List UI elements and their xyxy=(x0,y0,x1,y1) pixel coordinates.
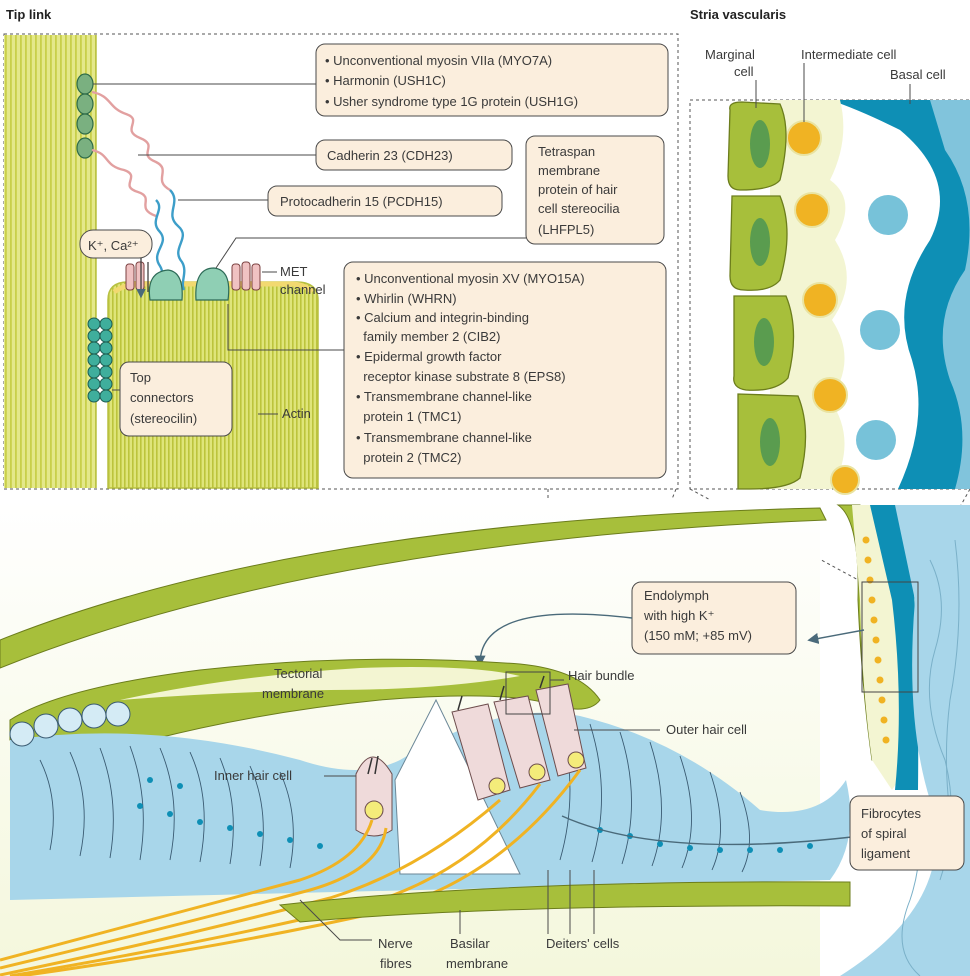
tetraspan-line-2: membrane xyxy=(538,163,600,178)
callout-cib2-b: family member 2 (CIB2) xyxy=(356,329,500,344)
outer-hair-cell-label: Outer hair cell xyxy=(666,722,747,737)
protocadherin-15-label: Protocadherin 15 (PCDH15) xyxy=(280,194,443,209)
basilar-label-1: Basilar xyxy=(450,936,490,951)
cochlear-duct: Endolymph with high K⁺ (150 mM; +85 mV) … xyxy=(0,500,970,976)
top-connectors-line-2: connectors xyxy=(130,390,194,405)
callout-ush1g: • Usher syndrome type 1G protein (USH1G) xyxy=(325,94,578,109)
tip-link-panel: • Unconventional myosin VIIa (MYO7A) • H… xyxy=(4,34,678,489)
stria-vascularis-panel: Marginal cell Intermediate cell Basal ce… xyxy=(690,47,970,494)
tetraspan-line-5: (LHFPL5) xyxy=(538,222,594,237)
inner-hair-cell xyxy=(356,757,392,836)
tetraspan-line-1: Tetraspan xyxy=(538,144,595,159)
tetraspan-line-4: cell stereocilia xyxy=(538,201,620,216)
deiters-cells-label: Deiters' cells xyxy=(546,936,620,951)
intermediate-cell-label: Intermediate cell xyxy=(801,47,896,62)
inner-hair-cell-label: Inner hair cell xyxy=(214,768,292,783)
ion-label: K⁺, Ca²⁺ xyxy=(88,238,139,253)
callout-eps8-b: receptor kinase substrate 8 (EPS8) xyxy=(356,369,566,384)
callout-whrn: • Whirlin (WHRN) xyxy=(356,291,457,306)
callout-eps8-a: • Epidermal growth factor xyxy=(356,349,502,364)
callout-myo7a: • Unconventional myosin VIIa (MYO7A) xyxy=(325,53,552,68)
callout-ush1c: • Harmonin (USH1C) xyxy=(325,73,446,88)
callout-tmc1-a: • Transmembrane channel-like xyxy=(356,389,532,404)
basilar-label-2: membrane xyxy=(446,956,508,971)
lhfpl5-protein-right xyxy=(196,268,229,300)
cadherin-23-label: Cadherin 23 (CDH23) xyxy=(327,148,453,163)
actin-label: Actin xyxy=(282,406,311,421)
tip-link-anchor-proteins xyxy=(77,74,93,158)
stria-vascularis-title: Stria vascularis xyxy=(690,7,786,22)
callout-tmc2-a: • Transmembrane channel-like xyxy=(356,430,532,445)
met-channel-label-2: channel xyxy=(280,282,326,297)
tip-link-title: Tip link xyxy=(6,7,52,22)
basal-cell-label: Basal cell xyxy=(890,67,946,82)
callout-tmc2-b: protein 2 (TMC2) xyxy=(356,450,461,465)
tectorial-label-2: membrane xyxy=(262,686,324,701)
tectorial-label-1: Tectorial xyxy=(274,666,323,681)
lhfpl5-protein-left xyxy=(149,270,182,300)
top-connectors-line-1: Top xyxy=(130,370,151,385)
tetraspan-line-3: protein of hair xyxy=(538,182,618,197)
callout-cib2-a: • Calcium and integrin-binding xyxy=(356,310,529,325)
endolymph-line-3: (150 mM; +85 mV) xyxy=(644,628,752,643)
callout-tmc1-b: protein 1 (TMC1) xyxy=(356,409,461,424)
fibrocytes-line-1: Fibrocytes xyxy=(861,806,921,821)
marginal-cell-label-2: cell xyxy=(734,64,754,79)
met-channel-label-1: MET xyxy=(280,264,308,279)
fibrocytes-line-3: ligament xyxy=(861,846,911,861)
nerve-fibres-label-1: Nerve xyxy=(378,936,413,951)
fibrocytes-line-2: of spiral xyxy=(861,826,907,841)
endolymph-line-1: Endolymph xyxy=(644,588,709,603)
top-connectors-stereocilin xyxy=(88,318,112,402)
endolymph-line-2: with high K⁺ xyxy=(643,608,714,623)
top-connectors-line-3: (stereocilin) xyxy=(130,411,197,426)
basal-cell-layer xyxy=(830,100,970,489)
marginal-cell-label-1: Marginal xyxy=(705,47,755,62)
nerve-fibres-label-2: fibres xyxy=(380,956,412,971)
hair-bundle-label: Hair bundle xyxy=(568,668,635,683)
callout-myo15a: • Unconventional myosin XV (MYO15A) xyxy=(356,271,585,286)
met-channel-right xyxy=(232,262,260,290)
